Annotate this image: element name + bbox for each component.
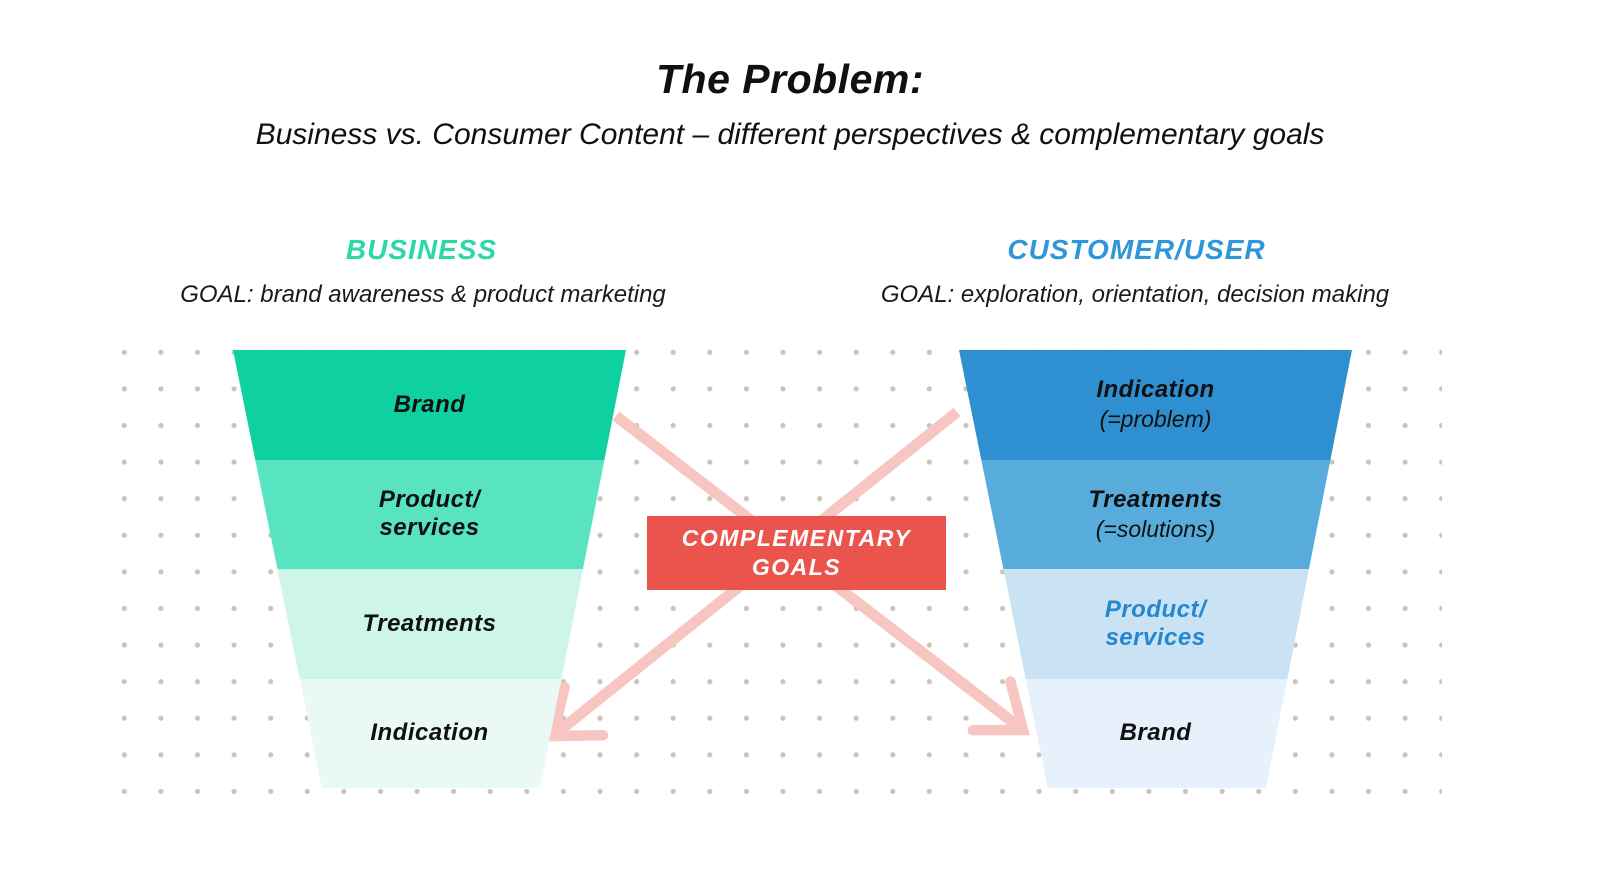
funnel-level-label: Brand <box>393 390 466 418</box>
customer-heading: CUSTOMER/USER <box>1007 234 1266 265</box>
funnel-level-sublabel: (=problem) <box>1099 406 1212 433</box>
funnel-level-label: Indication <box>1096 376 1215 404</box>
funnel-level-label: Product/ services <box>378 486 481 542</box>
customer-goal: GOAL: exploration, orientation, decision… <box>880 281 1390 308</box>
funnel-level-label: Treatments <box>1088 485 1223 513</box>
page-subtitle: Business vs. Consumer Content – differen… <box>255 118 1325 151</box>
business-goal: GOAL: brand awareness & product marketin… <box>180 281 666 308</box>
business-funnel-level-treatments: Treatments <box>233 569 626 679</box>
business-funnel-level-product-services: Product/ services <box>233 459 626 569</box>
customer-funnel-level-treatments: Treatments (=solutions) <box>959 459 1352 569</box>
complementary-goals-label: COMPLEMENTARY GOALS <box>681 525 912 580</box>
customer-funnel-level-product-services: Product/ services <box>959 569 1352 679</box>
page-title: The Problem: <box>656 56 924 102</box>
complementary-goals-box: COMPLEMENTARY GOALS <box>647 516 946 590</box>
funnel-level-label: Indication <box>370 719 489 747</box>
funnel-level-label: Product/ services <box>1104 595 1207 651</box>
funnel-level-label: Treatments <box>362 609 497 637</box>
funnel-level-label: Brand <box>1119 719 1192 747</box>
customer-funnel-level-indication: Indication (=problem) <box>959 350 1352 460</box>
business-heading: BUSINESS <box>345 234 498 265</box>
business-funnel-level-brand: Brand <box>233 350 626 460</box>
funnel-level-sublabel: (=solutions) <box>1095 515 1216 542</box>
